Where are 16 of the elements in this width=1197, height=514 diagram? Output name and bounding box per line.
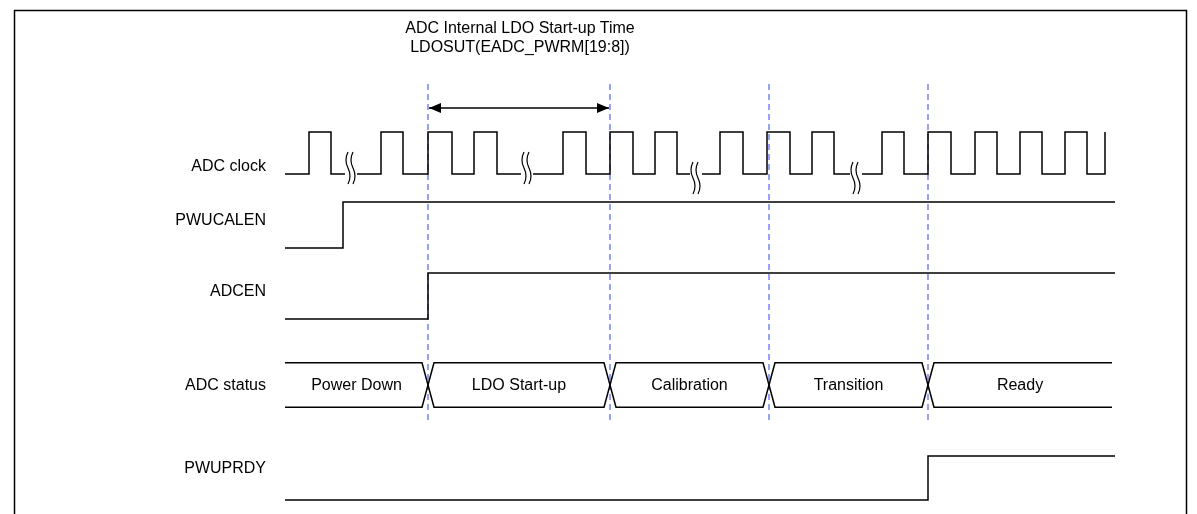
bus-state-segment [610,362,769,408]
bus-state-segment [769,362,928,408]
bus-state-segment [428,362,610,408]
signal-name: ADC status [185,376,266,394]
state-label: Power Down [311,376,402,394]
bus-state-segment [928,362,1112,408]
state-label: Ready [996,376,1044,394]
state-label: LDO Start-up [471,376,567,394]
state-label: Calibration [651,376,728,394]
state-label: Transition [813,376,884,394]
signal-name: ADCEN [210,282,266,300]
signal-name: ADC clock [191,157,266,175]
annotation-text: ADC Internal LDO Start-up Time LDOSUT(EADC_PWRM[19:8]) [404,18,636,56]
bus-state-segment [285,362,428,408]
signal-name: PWUPRDY [184,459,266,477]
signal-name: PWUCALEN [175,211,266,229]
